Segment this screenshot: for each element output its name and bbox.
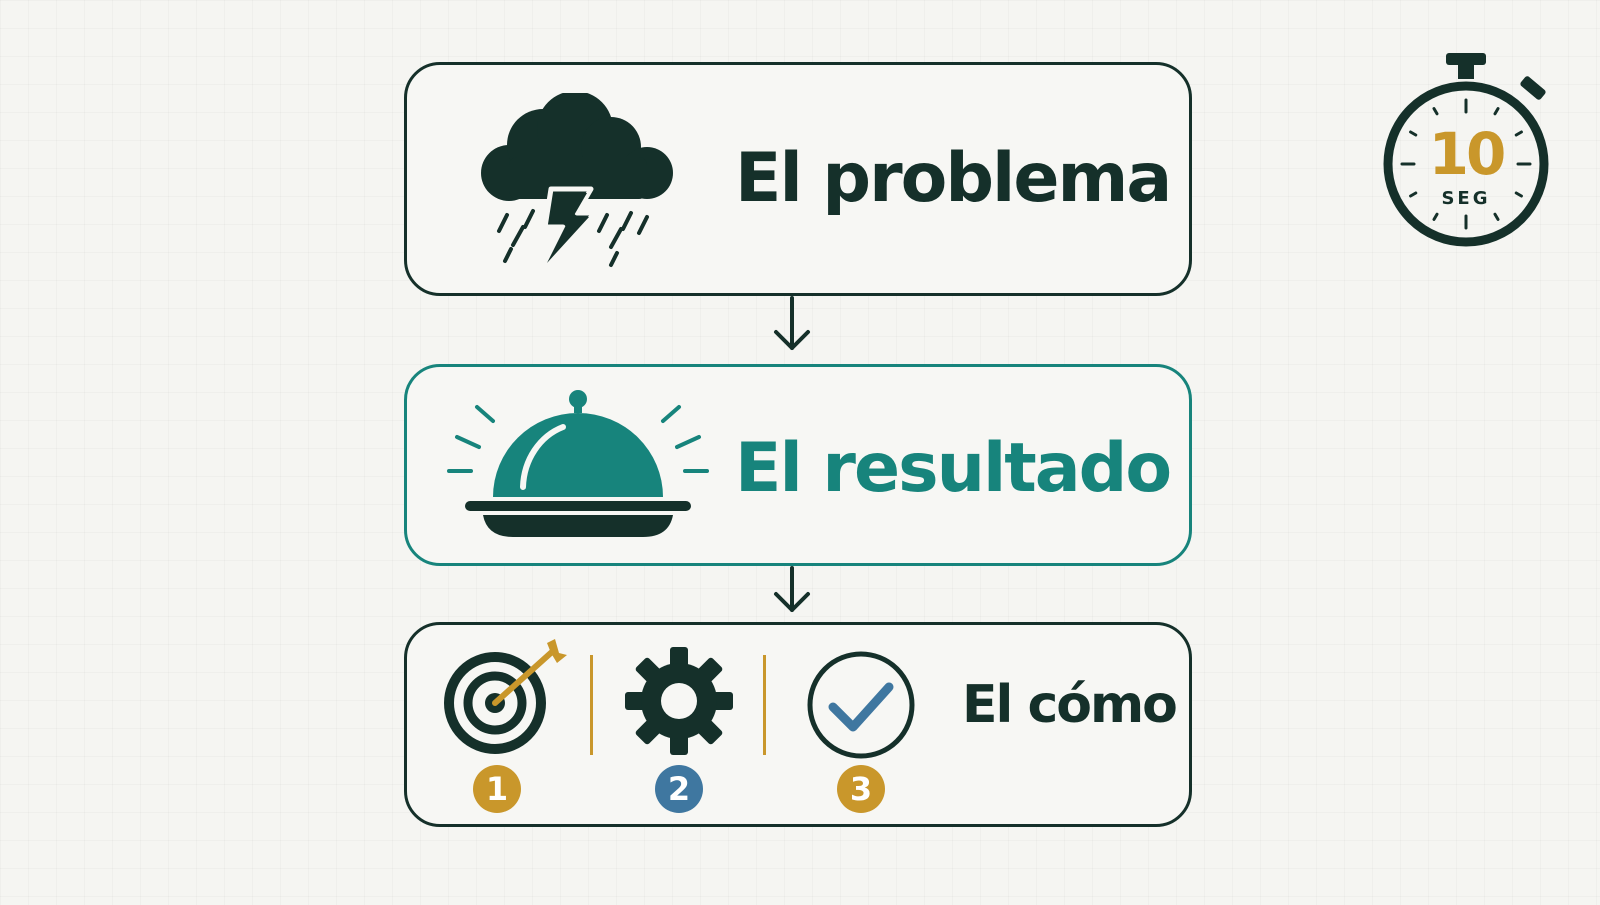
how-box: 1 2 3 El cómo	[404, 622, 1192, 827]
step-badge-1: 1	[473, 765, 521, 813]
arrow-down-2	[774, 566, 810, 612]
divider-2	[763, 655, 766, 755]
result-label: El resultado	[735, 429, 1172, 508]
target-icon	[444, 639, 567, 754]
check-circle-icon	[807, 651, 915, 759]
stopwatch: 10 SEG	[1378, 48, 1554, 254]
problem-box: El problema	[404, 62, 1192, 296]
how-label: El cómo	[962, 675, 1178, 735]
problem-label: El problema	[735, 139, 1172, 218]
timer-value: 10	[1428, 120, 1507, 188]
result-box: El resultado	[404, 364, 1192, 566]
stopwatch-icon	[1383, 53, 1549, 247]
gear-icon	[625, 647, 733, 755]
storm-cloud-icon	[481, 93, 673, 272]
step-badge-3: 3	[837, 765, 885, 813]
arrow-down-1	[774, 296, 810, 350]
timer-unit: SEG	[1441, 188, 1491, 209]
divider-1	[590, 655, 593, 755]
step-badge-2: 2	[655, 765, 703, 813]
serving-cloche-icon	[447, 390, 709, 537]
